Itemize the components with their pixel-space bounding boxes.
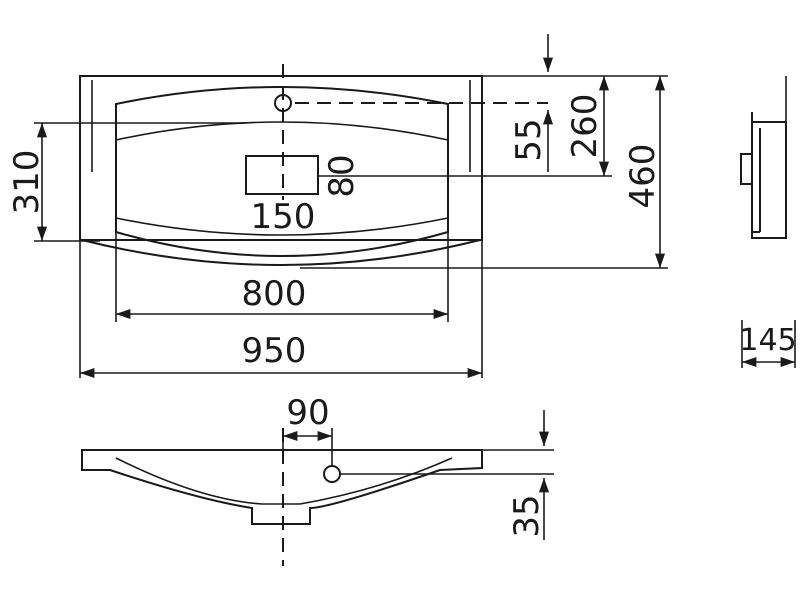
dim-310-label: 310 (7, 150, 47, 215)
dim-950: 950 (79, 240, 483, 379)
dim-800: 800 (115, 232, 449, 322)
dim-55: 55 (482, 34, 560, 172)
dim-150-label: 150 (251, 197, 316, 237)
front-basin-curve (115, 457, 453, 505)
front-outline (81, 449, 483, 525)
dim-800-label: 800 (242, 274, 307, 314)
dim-950-label: 950 (242, 331, 307, 371)
dim-460-label: 460 (623, 144, 663, 209)
dim-35-label: 35 (507, 494, 547, 537)
top-view (79, 64, 548, 266)
dim-460: 460 (300, 75, 668, 269)
dim-90: 90 (282, 393, 333, 466)
dim-80-label: 80 (322, 154, 362, 197)
dim-260-label: 260 (565, 94, 605, 159)
dim-145-label: 145 (739, 323, 796, 358)
front-sweep (81, 239, 481, 266)
dim-90-label: 90 (286, 393, 329, 433)
side-view: 145 (739, 76, 797, 368)
sink-outline (79, 75, 483, 241)
basin-inner-curve-top (115, 121, 449, 141)
basin-inner-curve-bottom (115, 217, 449, 236)
front-view (81, 428, 554, 566)
inner-rim (91, 80, 471, 172)
dim-310: 310 (7, 122, 246, 242)
dim-overflow: 150 80 (251, 154, 612, 237)
dim-55-label: 55 (509, 118, 549, 161)
front-drain (323, 465, 341, 483)
dim-35: 35 (507, 410, 550, 540)
dim-260: 260 (560, 75, 612, 176)
